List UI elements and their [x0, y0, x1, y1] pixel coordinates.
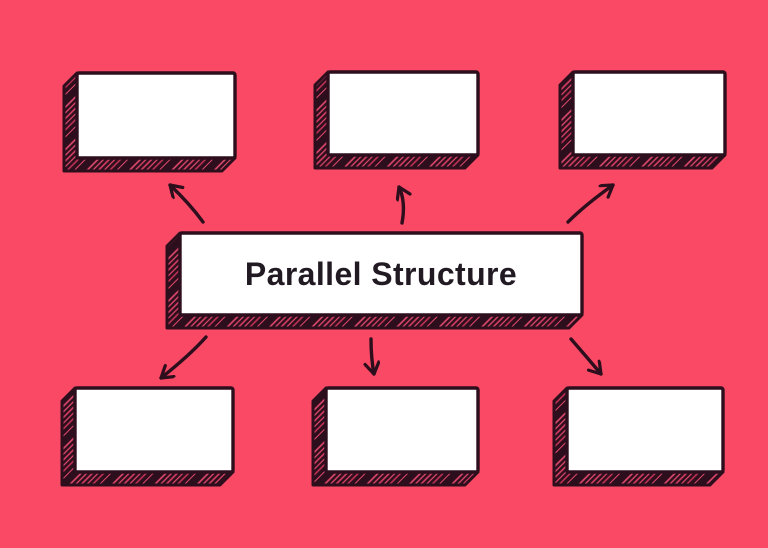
- node-box-bottom-left: [60, 386, 235, 487]
- node-box-top-right: [558, 70, 727, 170]
- arrow-to-bottom-center: [371, 337, 374, 376]
- arrow-to-top-center: [399, 185, 403, 225]
- node-box-top-center-face: [326, 70, 480, 157]
- node-box-top-right-face: [571, 70, 727, 157]
- node-box-bottom-right-face: [565, 386, 725, 474]
- arrow-to-top-right: [566, 183, 615, 224]
- node-box-bottom-center: [311, 386, 480, 487]
- node-box-center-face: [178, 231, 584, 317]
- node-box-bottom-right: [552, 386, 725, 487]
- arrow-to-bottom-left: [159, 335, 208, 380]
- node-box-bottom-center-face: [324, 386, 480, 474]
- node-box-top-left: [62, 71, 237, 173]
- arrow-to-top-left: [168, 183, 205, 224]
- arrow-to-bottom-right: [569, 337, 603, 376]
- node-box-bottom-left-face: [73, 386, 235, 474]
- node-box-top-center: [313, 70, 480, 170]
- node-box-top-left-face: [75, 71, 237, 160]
- node-box-center: [165, 231, 584, 330]
